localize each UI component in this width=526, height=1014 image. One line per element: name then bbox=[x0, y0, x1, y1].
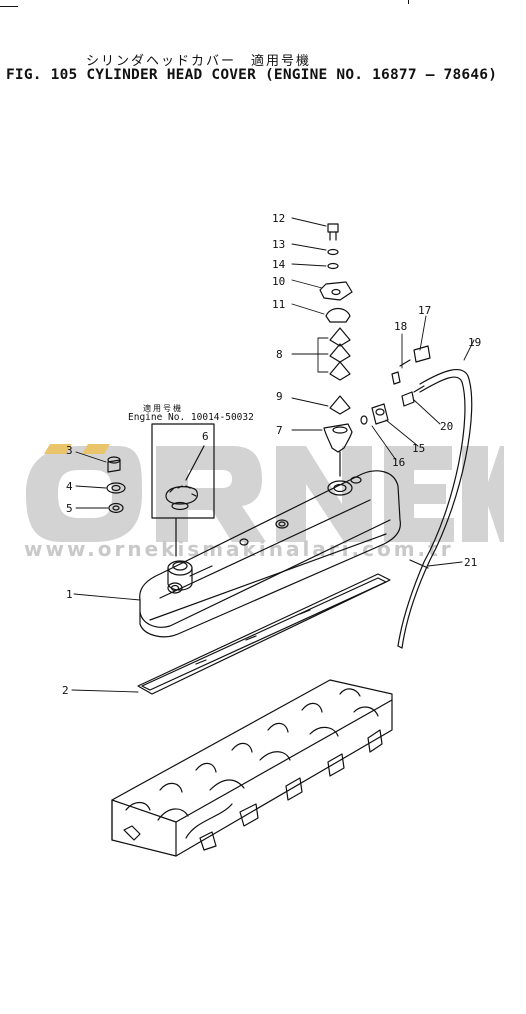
breather-fittings bbox=[360, 345, 431, 425]
callout-6: 6 bbox=[202, 430, 209, 443]
watermark-letter-k bbox=[462, 446, 504, 542]
watermark-letter-e bbox=[384, 446, 454, 542]
callout-18: 18 bbox=[394, 320, 407, 333]
watermark-accent bbox=[44, 444, 72, 454]
callout-labels: 12 13 14 10 11 8 9 7 6 3 4 5 1 2 17 18 1… bbox=[62, 212, 481, 697]
breather-tube bbox=[397, 368, 473, 649]
cover-gasket bbox=[137, 573, 391, 695]
cylinder-head-cover bbox=[139, 470, 401, 638]
top-edge-mark-right bbox=[408, 0, 409, 4]
callout-9: 9 bbox=[276, 390, 283, 403]
callout-5: 5 bbox=[66, 502, 73, 515]
callout-1: 1 bbox=[66, 588, 73, 601]
callout-7: 7 bbox=[276, 424, 283, 437]
callout-8: 8 bbox=[276, 348, 283, 361]
callout-10: 10 bbox=[272, 275, 285, 288]
diagram-title-japanese: シリンダヘッドカバー 適用号機 bbox=[86, 54, 312, 69]
callout-12: 12 bbox=[272, 212, 285, 225]
variant-note-label-japanese: 適用号機 bbox=[143, 404, 183, 413]
callout-13: 13 bbox=[272, 238, 285, 251]
watermark-letter-n bbox=[276, 446, 372, 542]
callout-20: 20 bbox=[440, 420, 453, 433]
diagram-title: FIG. 105 CYLINDER HEAD COVER (ENGINE NO.… bbox=[6, 67, 498, 83]
watermark-accent bbox=[82, 444, 110, 454]
breather-cap-stack bbox=[319, 223, 353, 477]
callout-14: 14 bbox=[272, 258, 286, 271]
top-edge-mark-left bbox=[0, 6, 18, 7]
watermark-url: www.ornekismakinalari.com.tr bbox=[24, 537, 454, 561]
side-plug-and-washers bbox=[106, 456, 126, 514]
callout-4: 4 bbox=[66, 480, 73, 493]
variant-note-engine-range: Engine No. 10014-50032 bbox=[128, 412, 254, 423]
callout-19: 19 bbox=[468, 336, 481, 349]
variant-inset-box bbox=[151, 423, 215, 557]
callout-17: 17 bbox=[418, 304, 431, 317]
callout-15: 15 bbox=[412, 442, 425, 455]
callout-11: 11 bbox=[272, 298, 285, 311]
callout-21: 21 bbox=[464, 556, 477, 569]
cylinder-head bbox=[111, 679, 393, 857]
callout-3: 3 bbox=[66, 444, 73, 457]
leader-lines bbox=[71, 217, 475, 693]
callout-2: 2 bbox=[62, 684, 69, 697]
watermark-letter-o bbox=[26, 446, 142, 542]
callout-16: 16 bbox=[392, 456, 405, 469]
